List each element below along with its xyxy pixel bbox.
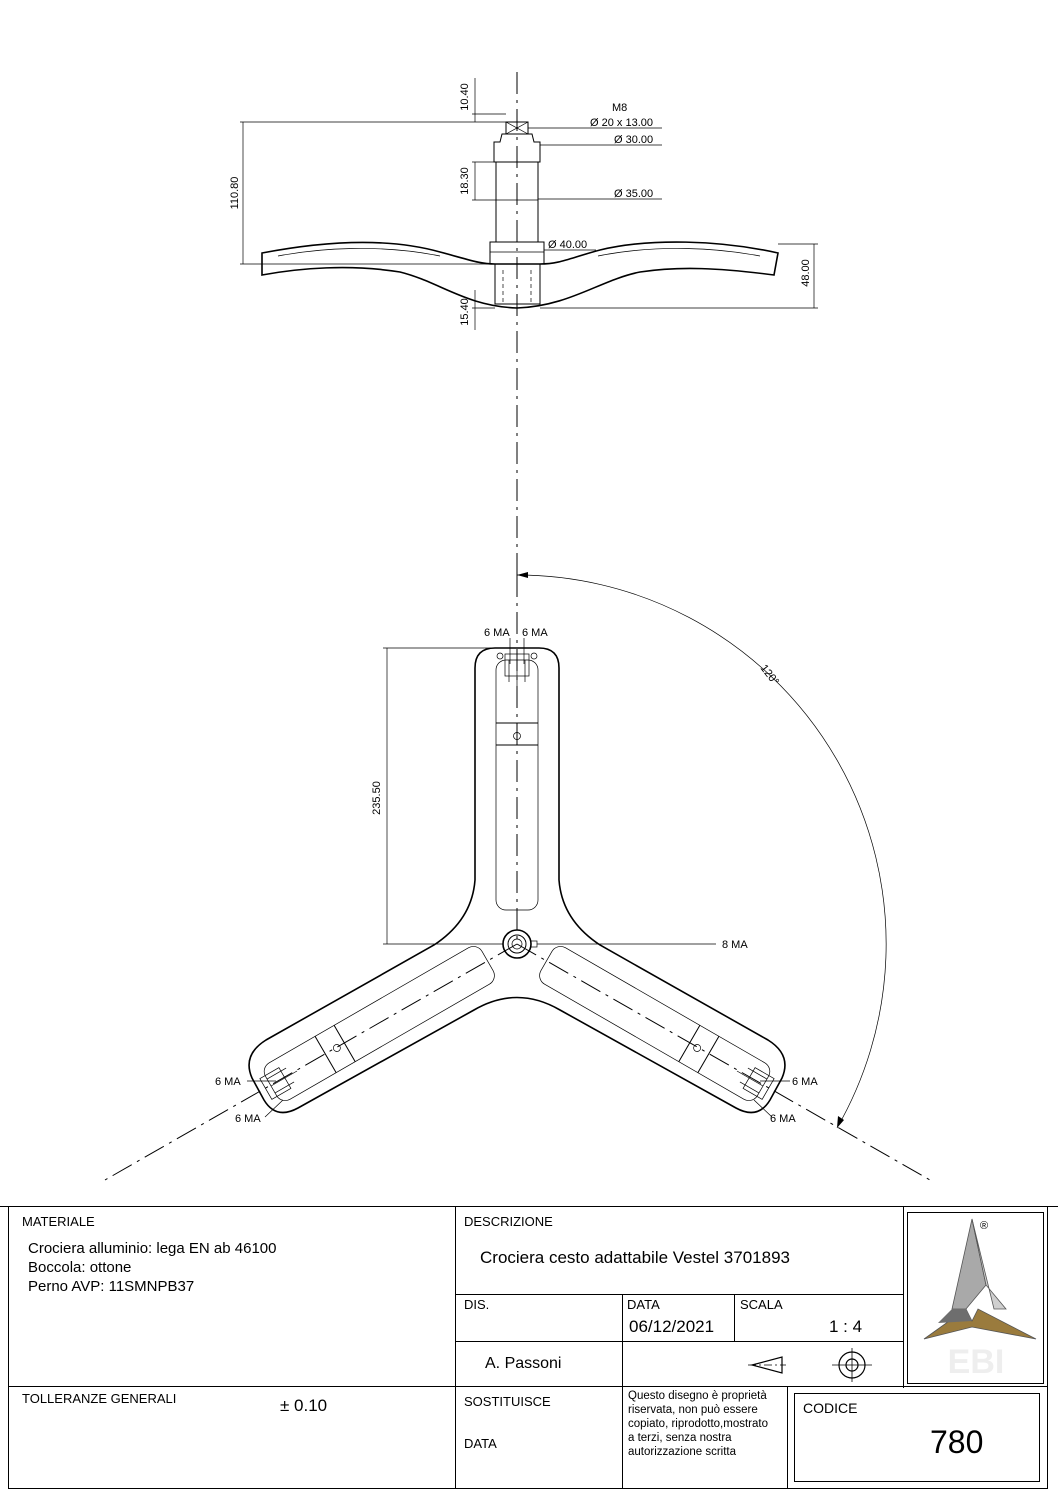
dim-angle-120: 120°	[758, 662, 781, 687]
dim-m8: M8	[612, 102, 627, 114]
dim-235-50: 235.50	[371, 781, 383, 815]
notice-line: riservata, non può essere	[628, 1404, 758, 1416]
label-6-ma-left-2: 6 MA	[235, 1113, 261, 1125]
tolleranze-label: TOLLERANZE GENERALI	[22, 1391, 177, 1406]
materiale-label: MATERIALE	[22, 1214, 95, 1229]
materiale-line-3: Perno AVP: 11SMNPB37	[28, 1278, 195, 1295]
data2-label: DATA	[464, 1436, 497, 1451]
technical-drawing: 110.80 10.40 18.30 15.40 48.00 M8 Ø 20 x…	[104, 72, 931, 1181]
notice-line: autorizzazione scritta	[628, 1446, 737, 1458]
dim-d30: Ø 30.00	[614, 134, 653, 146]
svg-text:®: ®	[980, 1220, 988, 1232]
title-block: MATERIALE Crociera alluminio: lega EN ab…	[0, 1200, 1058, 1497]
dim-110-80: 110.80	[229, 177, 241, 210]
dim-d40: Ø 40.00	[548, 239, 587, 251]
descrizione-label: DESCRIZIONE	[464, 1214, 553, 1229]
label-8-ma: 8 MA	[722, 939, 748, 951]
label-6-ma-left-1: 6 MA	[215, 1076, 241, 1088]
label-6-ma-top-left: 6 MA	[484, 627, 510, 639]
label-6-ma-top-right: 6 MA	[522, 627, 548, 639]
top-view: 120°	[104, 572, 931, 1181]
data-label: DATA	[627, 1297, 660, 1312]
dim-d20: Ø 20 x 13.00	[590, 117, 653, 129]
scala-value: 1 : 4	[829, 1317, 863, 1336]
notice-line: Questo disegno è proprietà	[628, 1390, 767, 1402]
label-6-ma-right-2: 6 MA	[770, 1113, 796, 1125]
label-6-ma-right-1: 6 MA	[792, 1076, 818, 1088]
dim-48-00: 48.00	[800, 259, 812, 287]
scala-label: SCALA	[740, 1297, 783, 1312]
author-name: A. Passoni	[485, 1355, 562, 1372]
side-view: 110.80 10.40 18.30 15.40 48.00 M8 Ø 20 x…	[229, 72, 818, 575]
materiale-line-1: Crociera alluminio: lega EN ab 46100	[28, 1240, 277, 1257]
data-value: 06/12/2021	[629, 1317, 715, 1336]
notice-line: copiato, riprodotto,mostrato	[628, 1418, 768, 1430]
sostituisce-label: SOSTITUISCE	[464, 1394, 551, 1409]
ebi-logo-icon: ® EBI	[923, 1218, 1037, 1381]
descrizione-value: Crociera cesto adattabile Vestel 3701893	[480, 1248, 790, 1267]
projection-symbol-icon	[748, 1348, 872, 1382]
svg-text:EBI: EBI	[948, 1343, 1005, 1381]
codice-label: CODICE	[803, 1400, 858, 1416]
dim-10-40: 10.40	[459, 83, 471, 111]
notice-line: a terzi, senza nostra	[628, 1432, 732, 1444]
tolleranze-value: ± 0.10	[280, 1396, 328, 1415]
materiale-line-2: Boccola: ottone	[28, 1259, 132, 1276]
ownership-notice: Questo disegno è proprietà riservata, no…	[628, 1389, 768, 1459]
codice-value: 780	[930, 1424, 984, 1460]
dim-18-30: 18.30	[459, 167, 471, 195]
dis-label: DIS.	[464, 1297, 490, 1312]
dim-d35: Ø 35.00	[614, 188, 653, 200]
dim-15-40: 15.40	[459, 298, 471, 326]
